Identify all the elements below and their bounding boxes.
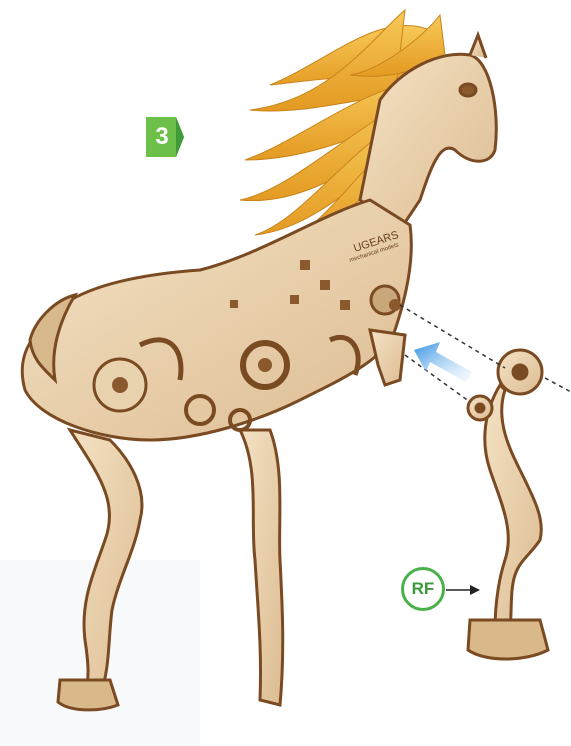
horse-front-left-leg [240, 430, 283, 705]
horse-body [22, 200, 411, 440]
arrow-right-icon [446, 584, 480, 596]
step-number-badge: 3 [146, 117, 184, 157]
blue-gradient-arrow-icon [414, 342, 472, 382]
step-number: 3 [146, 117, 178, 157]
front-leg-socket [370, 330, 405, 385]
rf-leg-part [468, 350, 548, 659]
part-label-rf: RF [401, 567, 445, 611]
